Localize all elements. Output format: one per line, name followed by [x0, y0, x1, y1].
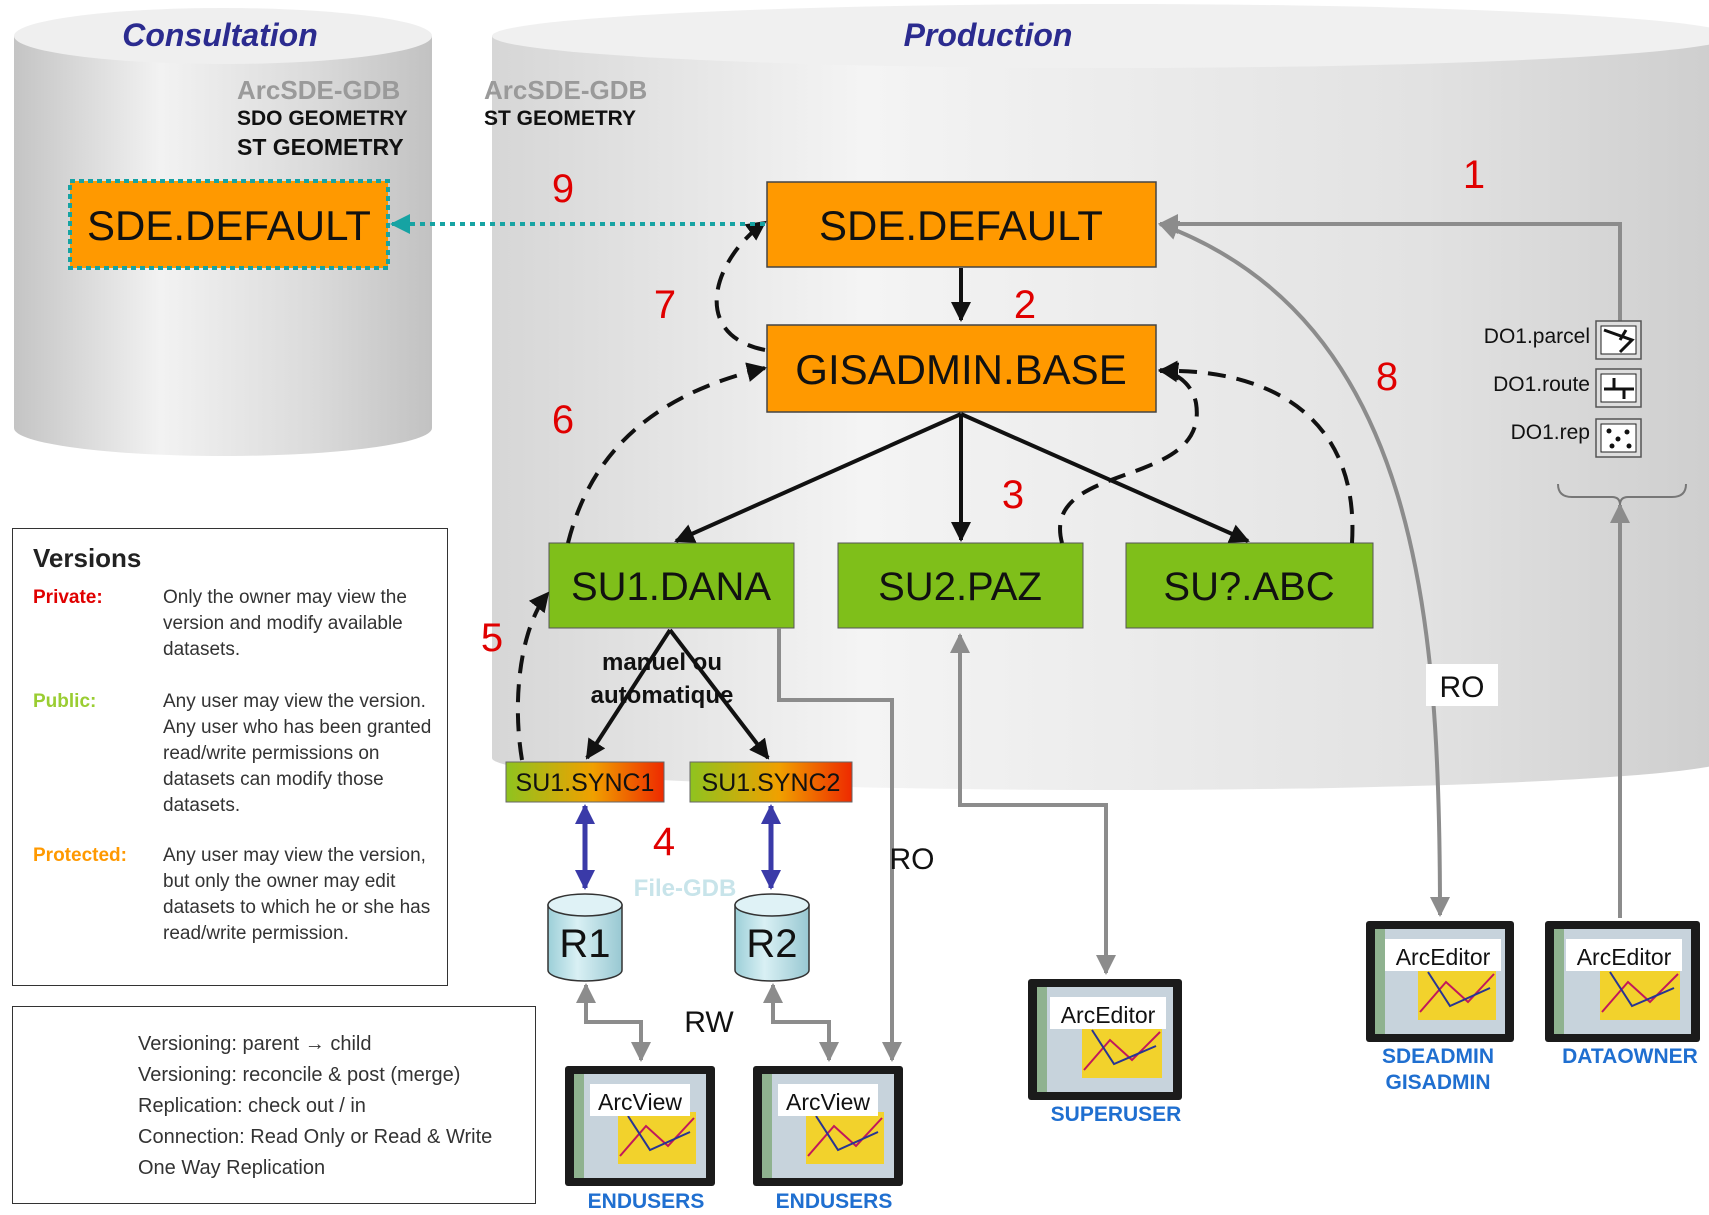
points-icon — [1595, 418, 1642, 458]
step-numbers: 1 2 3 4 5 6 7 8 9 — [481, 153, 1485, 864]
arceditor-admin-user-1: SDEADMIN — [1382, 1045, 1494, 1068]
rw-label: RW — [684, 1006, 734, 1039]
client-arceditor-owner — [1545, 921, 1700, 1042]
arceditor-admin-user-2: GISADMIN — [1386, 1071, 1491, 1094]
prod-st-label: ST GEOMETRY — [484, 107, 636, 130]
conn-admin-default — [1158, 220, 1450, 917]
su2-paz-label: SU2.PAZ — [878, 565, 1042, 609]
sde-default-box — [766, 181, 1157, 268]
consult-default-box — [68, 179, 390, 270]
legend-item-replication: Replication: check out / in — [138, 1095, 366, 1117]
gisadmin-base-label: GISADMIN.BASE — [795, 346, 1126, 393]
ro-label-dana: RO — [890, 843, 935, 876]
replica-r2 — [734, 893, 810, 982]
route-icon — [1595, 368, 1642, 408]
arceditor-superuser-user: SUPERUSER — [1051, 1103, 1182, 1126]
connection-lines — [576, 214, 1630, 1062]
consult-st-label: ST GEOMETRY — [237, 134, 404, 160]
legend-item-connection: Connection: Read Only or Read & Write — [138, 1126, 493, 1148]
arcview-2-user: ENDUSERS — [776, 1190, 893, 1213]
arcview-2-label: ArcView — [786, 1089, 870, 1115]
sde-default-label: SDE.DEFAULT — [819, 202, 1103, 249]
su-abc-label: SU?.ABC — [1163, 565, 1334, 609]
manual-label-line1: manuel ou — [602, 649, 722, 676]
arceditor-owner-label: ArcEditor — [1577, 944, 1672, 970]
su2-paz-box — [837, 542, 1084, 629]
arrow-legend: Versioning: parent → child Versioning: r… — [12, 1006, 536, 1204]
arrow-dana-to-sync1 — [585, 628, 672, 760]
file-gdb-label: File-GDB — [634, 875, 737, 902]
arceditor-admin-label: ArcEditor — [1396, 944, 1491, 970]
step-8: 8 — [1376, 355, 1398, 399]
replica-r2-label: R2 — [746, 922, 797, 966]
replica-r1 — [547, 893, 623, 982]
legend-item-reconcile: Versioning: reconcile & post (merge) — [138, 1064, 461, 1086]
parcel-icon — [1595, 320, 1642, 360]
private-label: Private: — [33, 587, 103, 608]
dataset-route-label: DO1.route — [1493, 373, 1590, 396]
consultation-title: Consultation — [122, 17, 318, 53]
arceditor-superuser-label: ArcEditor — [1061, 1002, 1156, 1028]
su1-dana-box — [548, 542, 795, 629]
legend-item-parent-child: Versioning: parent → child — [138, 1033, 372, 1055]
arrow-base-to-dana — [674, 412, 962, 543]
protected-label: Protected: — [33, 845, 127, 866]
client-arcview-2 — [753, 1066, 903, 1186]
arrow-base-reconcile — [714, 220, 767, 352]
prod-gdb-label: ArcSDE-GDB — [484, 75, 647, 105]
production-title: Production — [904, 17, 1073, 53]
conn-dana-endusers — [777, 628, 902, 1062]
legend-item-one-way: One Way Replication — [138, 1157, 326, 1179]
su1-sync2-box — [689, 761, 853, 803]
replication-arrows — [575, 804, 781, 890]
dataset-rep-label: DO1.rep — [1511, 421, 1590, 444]
step-7: 7 — [654, 283, 676, 327]
consult-sdo-label: SDO GEOMETRY — [237, 107, 408, 130]
step-6: 6 — [552, 398, 574, 442]
su1-sync1-box — [505, 761, 665, 803]
client-arcview-1 — [565, 1066, 715, 1186]
conn-r1-arcview1 — [576, 983, 651, 1062]
arrow-dana-reconcile — [566, 362, 767, 544]
step-4: 4 — [653, 820, 675, 864]
consult-gdb-label: ArcSDE-GDB — [237, 75, 400, 105]
protected-desc: Any user may view the version, but only … — [163, 845, 431, 944]
arrow-sync1-reconcile — [515, 591, 550, 761]
private-desc: Only the owner may view the version and … — [163, 587, 407, 660]
dataset-parcel-label: DO1.parcel — [1484, 325, 1590, 348]
arrow-dana-to-sync2 — [668, 628, 770, 760]
step-3: 3 — [1002, 473, 1024, 517]
manual-label-line2: automatique — [591, 682, 734, 709]
step-2: 2 — [1014, 283, 1036, 327]
su1-sync2-label: SU1.SYNC2 — [702, 769, 841, 797]
arceditor-owner-user: DATAOWNER — [1562, 1045, 1698, 1068]
public-label: Public: — [33, 691, 97, 712]
conn-r2-arcview2 — [763, 983, 839, 1062]
consult-default-label: SDE.DEFAULT — [87, 202, 371, 249]
versions-legend-title: Versions — [33, 543, 142, 573]
arcview-1-label: ArcView — [598, 1089, 682, 1115]
public-desc: Any user may view the version. Any user … — [163, 691, 432, 816]
gisadmin-base-box — [766, 324, 1157, 413]
dataset-list: DO1.parcel DO1.route DO1.rep — [1484, 320, 1687, 506]
client-arceditor-admin — [1366, 921, 1514, 1042]
conn-paz-superuser — [950, 633, 1116, 975]
su1-sync1-label: SU1.SYNC1 — [516, 769, 655, 797]
arcview-1-user: ENDUSERS — [588, 1190, 705, 1213]
replica-r1-label: R1 — [559, 922, 610, 966]
client-arceditor-superuser — [1028, 979, 1182, 1100]
step-1: 1 — [1463, 153, 1485, 197]
su1-dana-label: SU1.DANA — [571, 565, 771, 609]
step-5: 5 — [481, 616, 503, 660]
versions-legend: Versions Private: Only the owner may vie… — [12, 528, 448, 986]
dataset-brace — [1557, 483, 1687, 506]
ro-label-admin-bg — [1426, 664, 1498, 706]
step-9: 9 — [552, 167, 574, 211]
ro-label-admin: RO — [1440, 671, 1485, 704]
